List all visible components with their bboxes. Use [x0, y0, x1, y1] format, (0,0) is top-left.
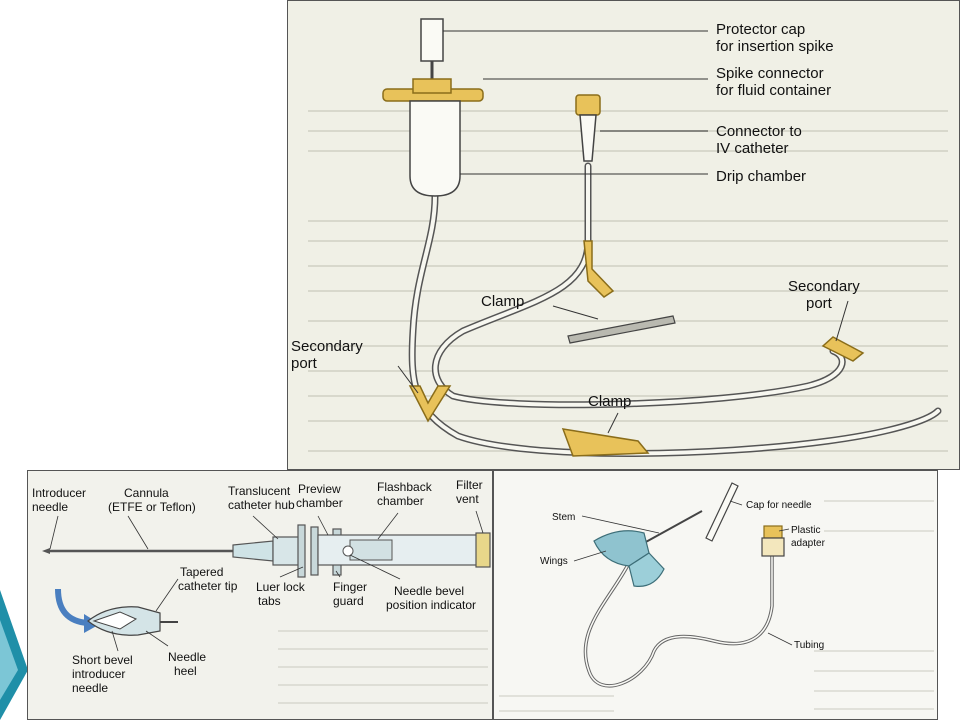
label-needle-bevel-1: Needle bevel — [394, 584, 464, 598]
tubing — [583, 556, 774, 688]
label-connector-iv-2: IV catheter — [716, 140, 789, 157]
label-cannula-2: (ETFE or Teflon) — [108, 500, 196, 514]
svg-text:Spike connector for flui: Spike connector for fluid container — [716, 65, 831, 99]
label-preview-chamber-2: chamber — [296, 496, 343, 510]
label-translucent-hub-2: catheter hub — [228, 498, 295, 512]
needle-tip-detail — [87, 606, 178, 636]
connector-to-iv-catheter — [575, 94, 601, 162]
label-drip-chamber: Drip chamber — [716, 168, 806, 185]
label-spike-connector-1: Spike connector — [716, 65, 824, 82]
stem-needle — [643, 510, 703, 544]
svg-text:Protector cap for insert: Protector cap for insertion spike — [716, 21, 834, 55]
svg-text:Filter vent: Filter vent — [456, 478, 486, 506]
svg-text:Plastic adapter: Plastic adapter — [791, 525, 826, 549]
label-short-bevel-1: Short bevel — [72, 653, 133, 667]
svg-text:Secondary port: Secondary port — [788, 278, 864, 312]
svg-text:Tapered catheter tip: Tapered catheter tip — [178, 565, 238, 593]
clamp-lower — [561, 428, 650, 457]
butterfly-needle-diagram: Cap for needle Stem Plastic adapter Wing… — [493, 470, 938, 720]
label-connector-iv-1: Connector to — [716, 123, 802, 140]
label-luer-lock-2: tabs — [258, 594, 281, 608]
label-cap-for-needle: Cap for needle — [746, 500, 812, 511]
label-tubing: Tubing — [794, 640, 824, 651]
label-introducer-needle-2: needle — [32, 500, 68, 514]
label-tapered-tip-1: Tapered — [180, 565, 223, 579]
label-protector-cap-2: for insertion spike — [716, 38, 834, 55]
label-secondary-port-right-1: Secondary — [788, 278, 860, 295]
svg-text:Introducer needle: Introducer needle — [32, 486, 89, 514]
label-needle-heel-1: Needle — [168, 650, 206, 664]
label-cannula-1: Cannula — [124, 486, 169, 500]
label-short-bevel-2: introducer — [72, 667, 125, 681]
protector-cap — [420, 18, 444, 86]
label-preview-chamber-1: Preview — [298, 482, 341, 496]
spike-connector — [382, 78, 484, 102]
svg-text:Needle bevel position in: Needle bevel position indicator — [386, 584, 476, 612]
label-luer-lock-1: Luer lock — [256, 580, 306, 594]
svg-text:Secondary port: Secondary port — [291, 338, 367, 372]
label-translucent-hub-1: Translucent — [228, 484, 291, 498]
label-secondary-port-left-2: port — [291, 355, 318, 372]
label-flashback-chamber-2: chamber — [377, 494, 424, 508]
label-introducer-needle-1: Introducer — [32, 486, 86, 500]
label-short-bevel-3: needle — [72, 681, 108, 695]
iv-catheter-diagram: Introducer needle Cannula (ETFE or Teflo… — [27, 470, 493, 720]
label-finger-guard-2: guard — [333, 594, 364, 608]
svg-text:Cannula (ETFE or Teflon): Cannula (ETFE or Teflon) — [108, 486, 196, 514]
label-needle-bevel-2: position indicator — [386, 598, 476, 612]
svg-text:Short bevel introducer: Short bevel introducer needle — [72, 653, 136, 695]
butterfly-wings — [593, 530, 665, 587]
label-protector-cap-1: Protector cap — [716, 21, 805, 38]
secondary-port-left — [408, 385, 452, 423]
label-plastic-adapter-2: adapter — [791, 538, 826, 549]
needle-cap — [705, 482, 739, 542]
svg-text:Luer lock tabs: Luer lock tabs — [256, 580, 308, 608]
label-wings: Wings — [540, 556, 568, 567]
label-finger-guard-1: Finger — [333, 580, 367, 594]
label-flashback-chamber-1: Flashback — [377, 480, 433, 494]
introducer-needle — [42, 548, 238, 554]
catheter-hub — [232, 524, 491, 578]
label-tapered-tip-2: catheter tip — [178, 579, 238, 593]
iv-administration-set-diagram: Protector cap for insertion spike Spike … — [287, 0, 960, 470]
label-filter-vent-1: Filter — [456, 478, 483, 492]
clamp-upper — [567, 315, 676, 344]
svg-text:Flashback chamber: Flashback chamber — [377, 480, 435, 508]
label-plastic-adapter-1: Plastic — [791, 525, 820, 536]
label-spike-connector-2: for fluid container — [716, 82, 831, 99]
label-secondary-port-left-1: Secondary — [291, 338, 363, 355]
secondary-port-right — [821, 336, 865, 362]
svg-text:Translucent catheter hub: Translucent catheter hub — [228, 484, 295, 512]
drip-chamber — [409, 100, 461, 197]
svg-text:Preview chamber: Preview chamber — [296, 482, 344, 510]
svg-text:Needle heel: Needle heel — [168, 650, 209, 678]
plastic-adapter — [761, 525, 785, 557]
label-clamp-lower: Clamp — [588, 393, 631, 410]
label-secondary-port-right-2: port — [806, 295, 833, 312]
label-needle-heel-2: heel — [174, 664, 197, 678]
svg-text:Finger guard: Finger guard — [333, 580, 370, 608]
svg-text:Connector to IV catheter: Connector to IV catheter — [716, 123, 806, 157]
label-clamp-upper: Clamp — [481, 293, 524, 310]
slide-corner-decoration — [0, 590, 28, 720]
label-filter-vent-2: vent — [456, 492, 479, 506]
label-stem: Stem — [552, 512, 575, 523]
